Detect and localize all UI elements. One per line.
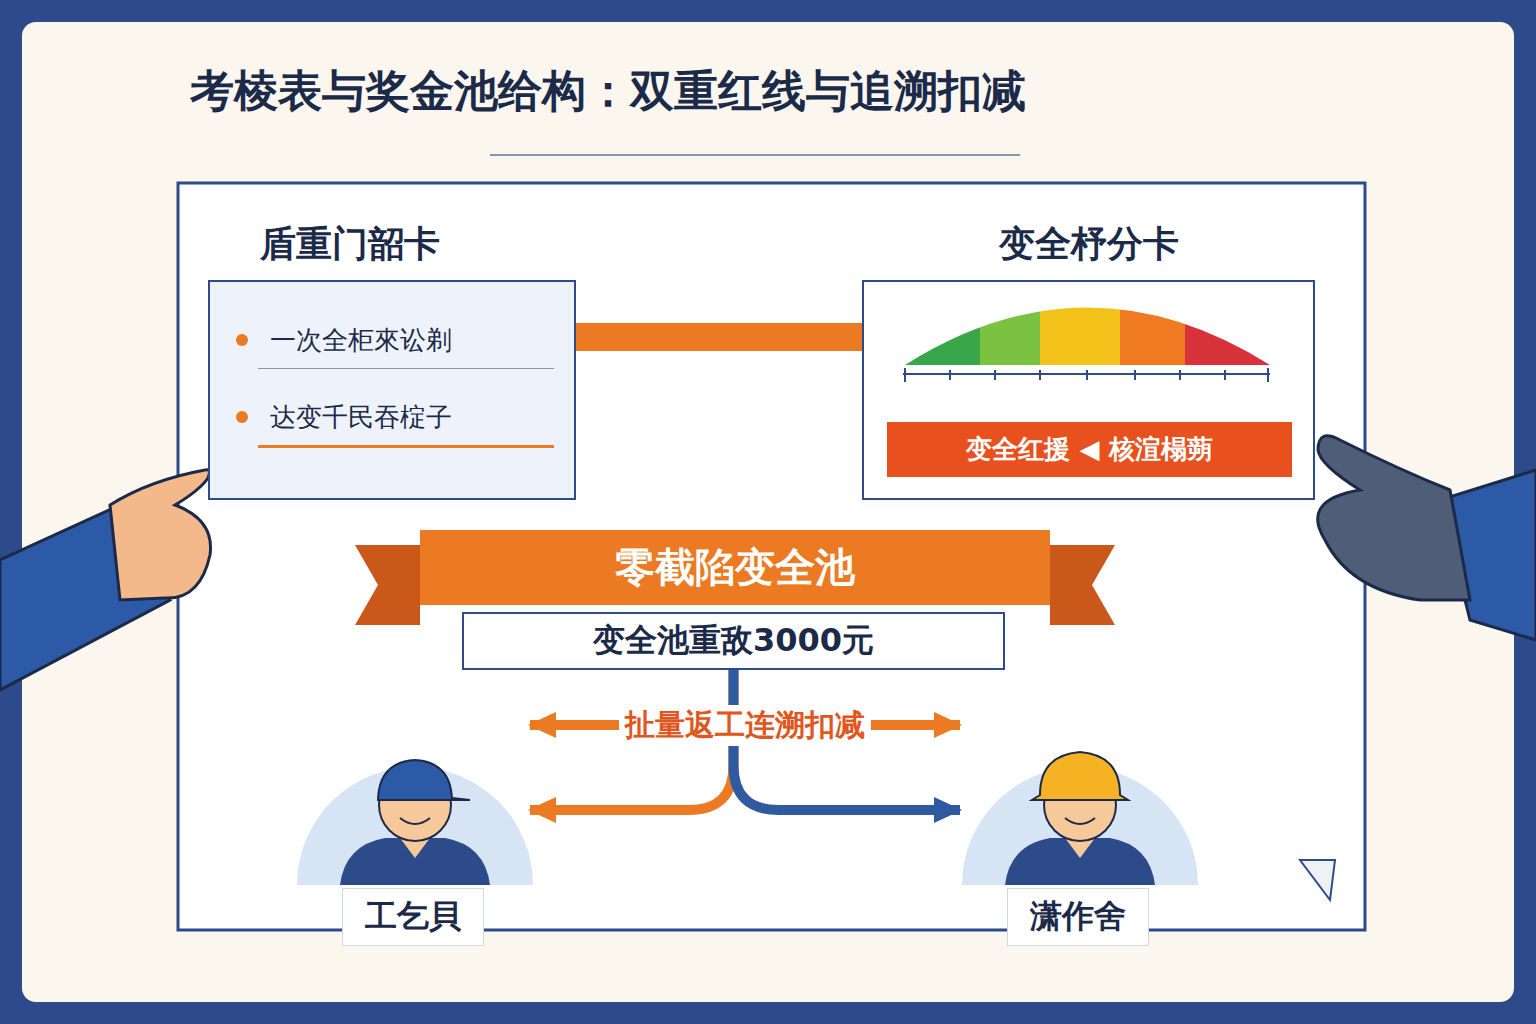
worker-label: 潇作舍 <box>1007 888 1149 946</box>
gloved-hand <box>1318 436 1536 640</box>
board-curl <box>1300 860 1335 900</box>
card-heading: 盾重门韶卡 <box>260 220 440 269</box>
red-line-band: 变全红援 ◀ 核渲榻蒴 <box>887 422 1292 477</box>
ribbon-tail <box>1050 545 1115 625</box>
pool-amount-box: 变全池重敌3000元 <box>462 612 1005 670</box>
score-card: 变全杼分卡变全红援 ◀ 核渲榻蒴 <box>862 280 1315 500</box>
title-rule <box>490 154 1020 156</box>
ribbon-tail <box>355 545 420 625</box>
connector-label: 扯量返工连溯扣减 <box>619 705 871 746</box>
score-card-ground <box>862 280 1315 500</box>
bullet-item: 达变千民吞椗子 <box>258 389 554 448</box>
worker-label: 工乞貝 <box>342 888 484 946</box>
worker-figure <box>297 760 533 1003</box>
gauge-scale <box>903 368 1270 382</box>
quality-card: 盾重门韶卡一次全柜來讼剃达变千民吞椗子 <box>208 280 576 500</box>
bullet-dot <box>236 334 248 346</box>
worker-node: 工乞貝 <box>295 700 530 950</box>
ribbon-text: 零截陷变全池 <box>615 540 855 595</box>
score-gauge <box>905 290 1275 370</box>
card-heading: 变全杼分卡 <box>864 220 1313 269</box>
connector <box>576 323 862 351</box>
band-text: 变全红援 ◀ 核渲榻蒴 <box>966 432 1212 467</box>
bullet-item: 一次全柜來讼剃 <box>258 312 554 369</box>
worker-figure <box>962 752 1198 1003</box>
amount-text: 变全池重敌3000元 <box>593 619 874 663</box>
worker-node: 潇作舍 <box>960 700 1195 950</box>
page-ground <box>22 22 1514 1002</box>
bullet-dot <box>236 411 248 423</box>
pointing-hand <box>0 470 211 690</box>
title: 考棱表与奖金池给构：双重红线与追溯扣减 <box>190 62 1026 121</box>
pool-ribbon: 零截陷变全池 <box>420 530 1050 605</box>
